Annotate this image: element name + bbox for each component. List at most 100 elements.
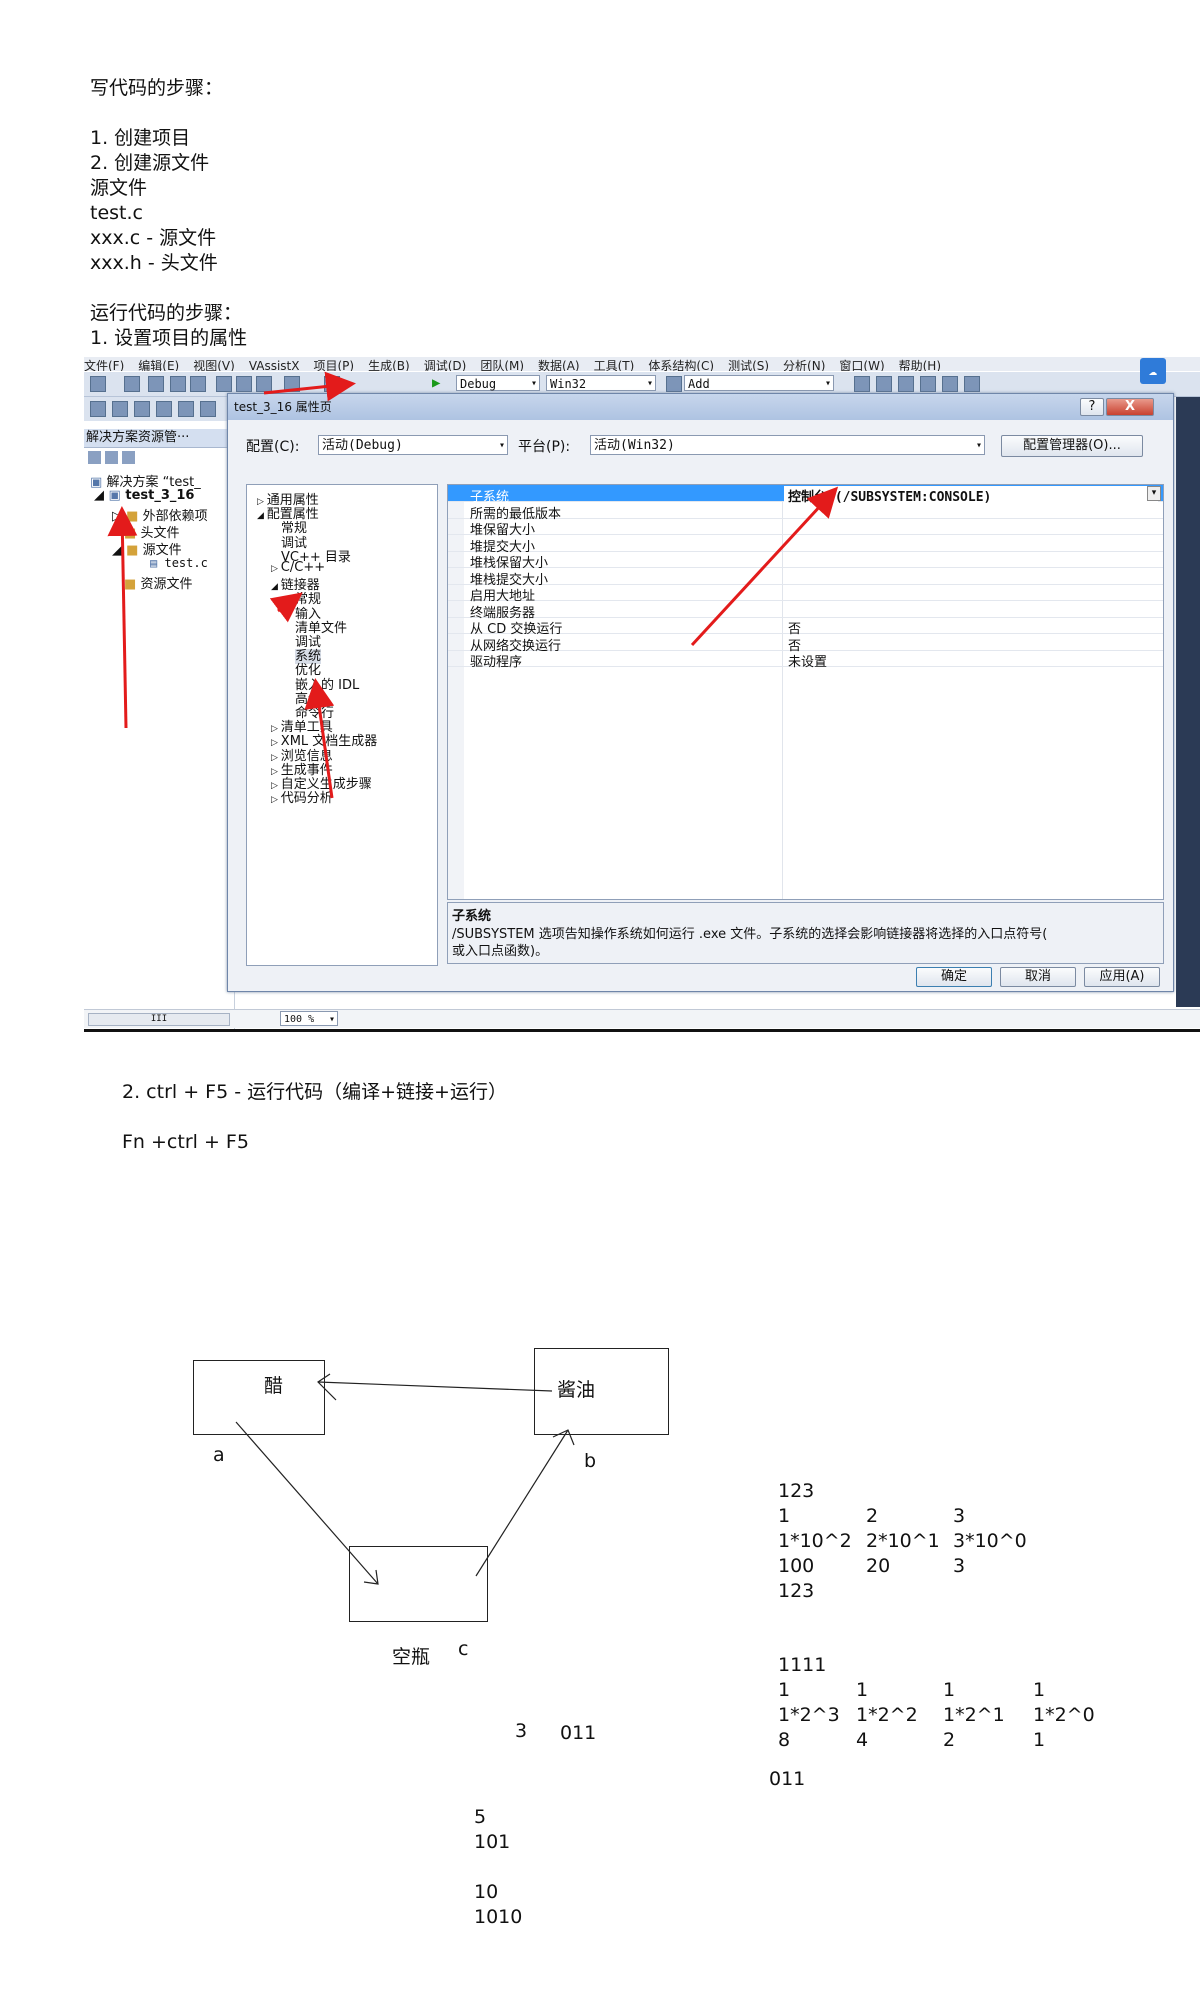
object-browser-icon[interactable] <box>920 376 936 392</box>
property-row[interactable]: 从 CD 交换运行否 <box>448 617 1163 637</box>
properties-icon[interactable] <box>876 376 892 392</box>
zoom-combo[interactable]: 100 % <box>280 1011 338 1027</box>
bookmark-next-icon[interactable] <box>112 401 128 417</box>
comment-icon[interactable] <box>156 401 172 417</box>
property-row[interactable]: 堆栈保留大小 <box>448 551 1163 571</box>
expander-icon[interactable]: ▷ <box>271 738 281 749</box>
expander-icon[interactable]: ▷ <box>271 781 281 791</box>
property-row[interactable]: 启用大地址 <box>448 584 1163 604</box>
tree-item[interactable]: ◢ 配置属性 <box>257 503 319 522</box>
expander-icon[interactable]: ◢ <box>271 582 281 593</box>
project-node[interactable]: ◢ ▣ test_3_16 <box>94 488 195 503</box>
tree-item[interactable]: 清单文件 <box>295 617 347 636</box>
tree-item[interactable]: 调试 <box>295 631 321 650</box>
bookmark-icon[interactable] <box>90 401 106 417</box>
menu-item[interactable]: 调试(D) <box>423 359 467 371</box>
save-all-icon[interactable] <box>190 376 206 392</box>
bookmark-prev-icon[interactable] <box>134 401 150 417</box>
menu-item[interactable]: 分析(N) <box>783 359 826 371</box>
tree-item[interactable]: 优化 <box>295 659 321 678</box>
expander-icon[interactable]: ▷ <box>271 795 281 806</box>
indent-icon[interactable] <box>200 401 216 417</box>
menu-item[interactable]: 帮助(H) <box>898 359 942 371</box>
expander-icon[interactable]: ▷ <box>271 766 281 777</box>
menu-item[interactable]: 团队(M) <box>480 359 525 371</box>
expander-icon[interactable]: ◢ <box>257 511 267 522</box>
menu-item[interactable]: 体系结构(C) <box>648 359 715 371</box>
tree-item[interactable]: ▷ 自定义生成步骤 <box>271 773 372 792</box>
menu-item[interactable]: 数据(A) <box>538 359 580 371</box>
refresh-icon[interactable] <box>105 451 118 464</box>
menu-item[interactable]: 项目(P) <box>313 359 355 371</box>
ok-button[interactable]: 确定 <box>916 967 992 987</box>
menu-item[interactable]: 生成(B) <box>368 359 410 371</box>
source-files-node[interactable]: ◢ ■ 源文件 <box>112 543 182 558</box>
expander-icon[interactable]: ▷ <box>257 497 267 507</box>
tree-item[interactable]: ▷ 清单工具 <box>271 716 333 735</box>
menu-item[interactable]: 窗口(W) <box>839 359 885 371</box>
property-row[interactable]: 子系统控制台 (/SUBSYSTEM:CONSOLE)▾ <box>448 485 1163 505</box>
property-row[interactable]: 终端服务器 <box>448 601 1163 621</box>
tree-item[interactable]: 常规 <box>281 517 307 536</box>
cancel-button[interactable]: 取消 <box>1000 967 1076 987</box>
platform-select[interactable]: 活动(Win32) <box>590 435 985 456</box>
config-select[interactable]: 活动(Debug) <box>318 435 508 456</box>
tree-item[interactable]: ▷ 通用属性 <box>257 489 319 508</box>
property-value[interactable]: 控制台 (/SUBSYSTEM:CONSOLE) <box>784 486 1158 505</box>
tree-item[interactable]: ▷ XML 文档生成器 <box>271 730 377 749</box>
horizontal-scrollbar[interactable]: III <box>88 1013 230 1026</box>
cut-icon[interactable] <box>216 376 232 392</box>
expander-icon[interactable]: ▷ <box>271 724 281 735</box>
menu-item[interactable]: 工具(T) <box>593 359 635 371</box>
tree-item[interactable]: ▷ C/C++ <box>271 560 325 575</box>
menu-item[interactable]: 测试(S) <box>728 359 770 371</box>
tree-item-label: 清单工具 <box>280 720 333 736</box>
test-c-node[interactable]: ▤ test.c <box>150 556 208 570</box>
toolbar-icon-extra2[interactable] <box>964 376 980 392</box>
save-icon[interactable] <box>170 376 186 392</box>
apply-button[interactable]: 应用(A) <box>1084 967 1160 987</box>
new-project-icon[interactable] <box>90 376 106 392</box>
solution-node[interactable]: ▣ 解决方案 “test_ <box>90 475 201 490</box>
expander-icon[interactable]: ▷ <box>271 564 281 574</box>
tree-item[interactable]: VC++ 目录 <box>281 546 351 565</box>
toolbox-icon[interactable] <box>898 376 914 392</box>
config-combo[interactable]: Debug <box>456 375 540 392</box>
tree-item[interactable]: ▷ 浏览信息 <box>271 745 333 764</box>
dropdown-arrow-icon[interactable]: ▾ <box>1147 486 1161 501</box>
platform-combo[interactable]: Win32 <box>546 375 656 392</box>
start-debug-icon[interactable]: ▶ <box>432 375 441 391</box>
class-view-icon[interactable] <box>122 451 135 464</box>
menu-item[interactable]: 视图(V) <box>193 359 235 371</box>
find-combo[interactable]: Add <box>684 375 834 392</box>
expander-icon[interactable]: ▷ <box>271 752 281 763</box>
tree-item[interactable]: ◢ 链接器 <box>271 574 320 593</box>
uncomment-icon[interactable] <box>178 401 194 417</box>
tree-item[interactable]: ▷ 生成事件 <box>271 759 333 778</box>
cloud-app-icon[interactable]: ☁ <box>1140 358 1166 384</box>
property-row[interactable]: 所需的最低版本 <box>448 502 1163 522</box>
ide-right-edge <box>1176 397 1200 1007</box>
toolbar-icon-extra1[interactable] <box>942 376 958 392</box>
config-manager-button[interactable]: 配置管理器(O)... <box>1001 435 1143 457</box>
property-row[interactable]: 堆提交大小 <box>448 535 1163 555</box>
menu-item[interactable]: 文件(F) <box>84 359 125 371</box>
copy-icon[interactable] <box>236 376 252 392</box>
add-item-icon[interactable] <box>124 376 140 392</box>
tree-item[interactable]: 系统 <box>295 645 322 665</box>
menu-item[interactable]: VAssistX <box>248 359 300 371</box>
solution-explorer-icon[interactable] <box>854 376 870 392</box>
show-all-files-icon[interactable] <box>88 451 101 464</box>
tree-item[interactable]: 调试 <box>281 532 307 551</box>
open-icon[interactable] <box>148 376 164 392</box>
tree-item[interactable]: ▷ 代码分析 <box>271 787 333 806</box>
menu-item[interactable]: 编辑(E) <box>138 359 180 371</box>
property-row[interactable]: 从网络交换运行否 <box>448 634 1163 654</box>
find-icon[interactable] <box>666 376 682 392</box>
property-row[interactable]: 堆保留大小 <box>448 518 1163 538</box>
property-row[interactable]: 驱动程序未设置 <box>448 650 1163 670</box>
property-row[interactable]: 堆栈提交大小 <box>448 568 1163 588</box>
help-button[interactable]: ? <box>1080 398 1104 416</box>
resource-files-node[interactable]: ■ 资源文件 <box>124 577 193 592</box>
close-button[interactable]: X <box>1106 398 1154 416</box>
